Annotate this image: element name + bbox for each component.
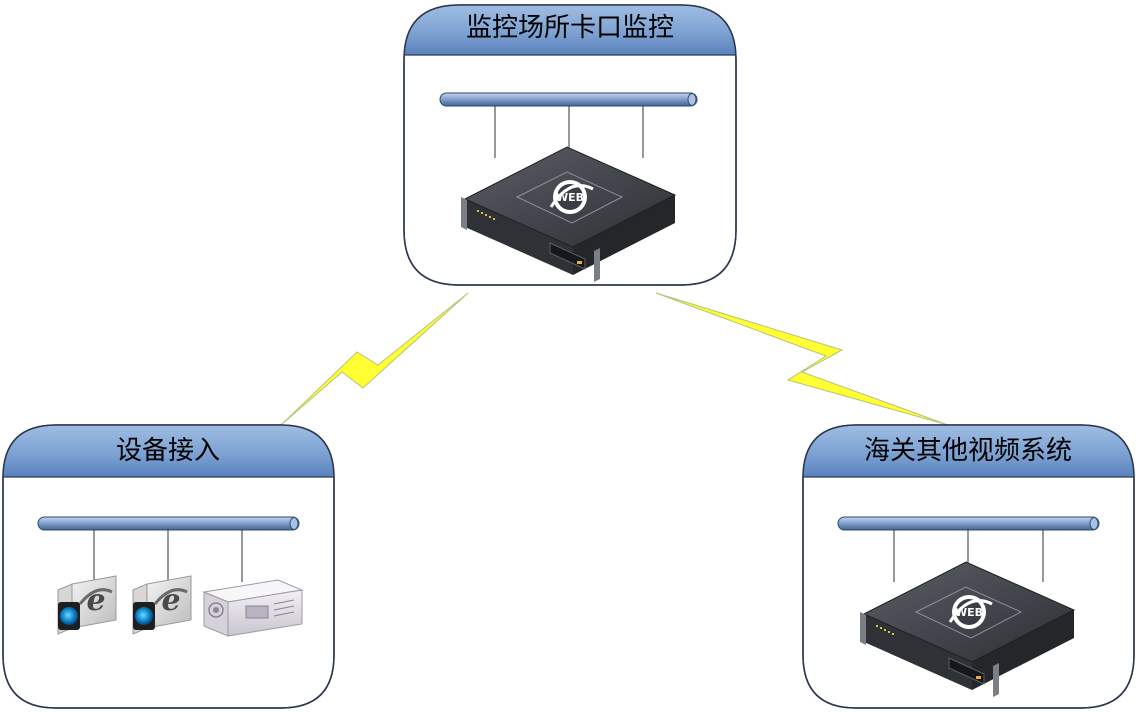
panel-header <box>404 5 736 55</box>
network-bus-icon <box>439 92 698 158</box>
node-title-monitoring-center: 监控场所卡口监控 <box>466 13 674 43</box>
panel-device-access: 设备接入 <box>2 424 335 709</box>
panel-header <box>3 425 334 477</box>
panel-header <box>803 425 1134 477</box>
encoder-rack-icon <box>202 579 304 637</box>
panel-monitoring-center: 监控场所卡口监控 <box>403 4 737 286</box>
node-title-device-access: 设备接入 <box>116 436 220 466</box>
lightning-link-right <box>655 292 949 426</box>
network-bus-icon <box>37 516 300 582</box>
network-bus-icon <box>837 516 1100 582</box>
node-title-customs-other-systems: 海关其他视频系统 <box>864 436 1072 466</box>
panel-customs-other-systems: 海关其他视频系统 <box>802 424 1135 709</box>
lightning-link-left <box>280 292 469 426</box>
